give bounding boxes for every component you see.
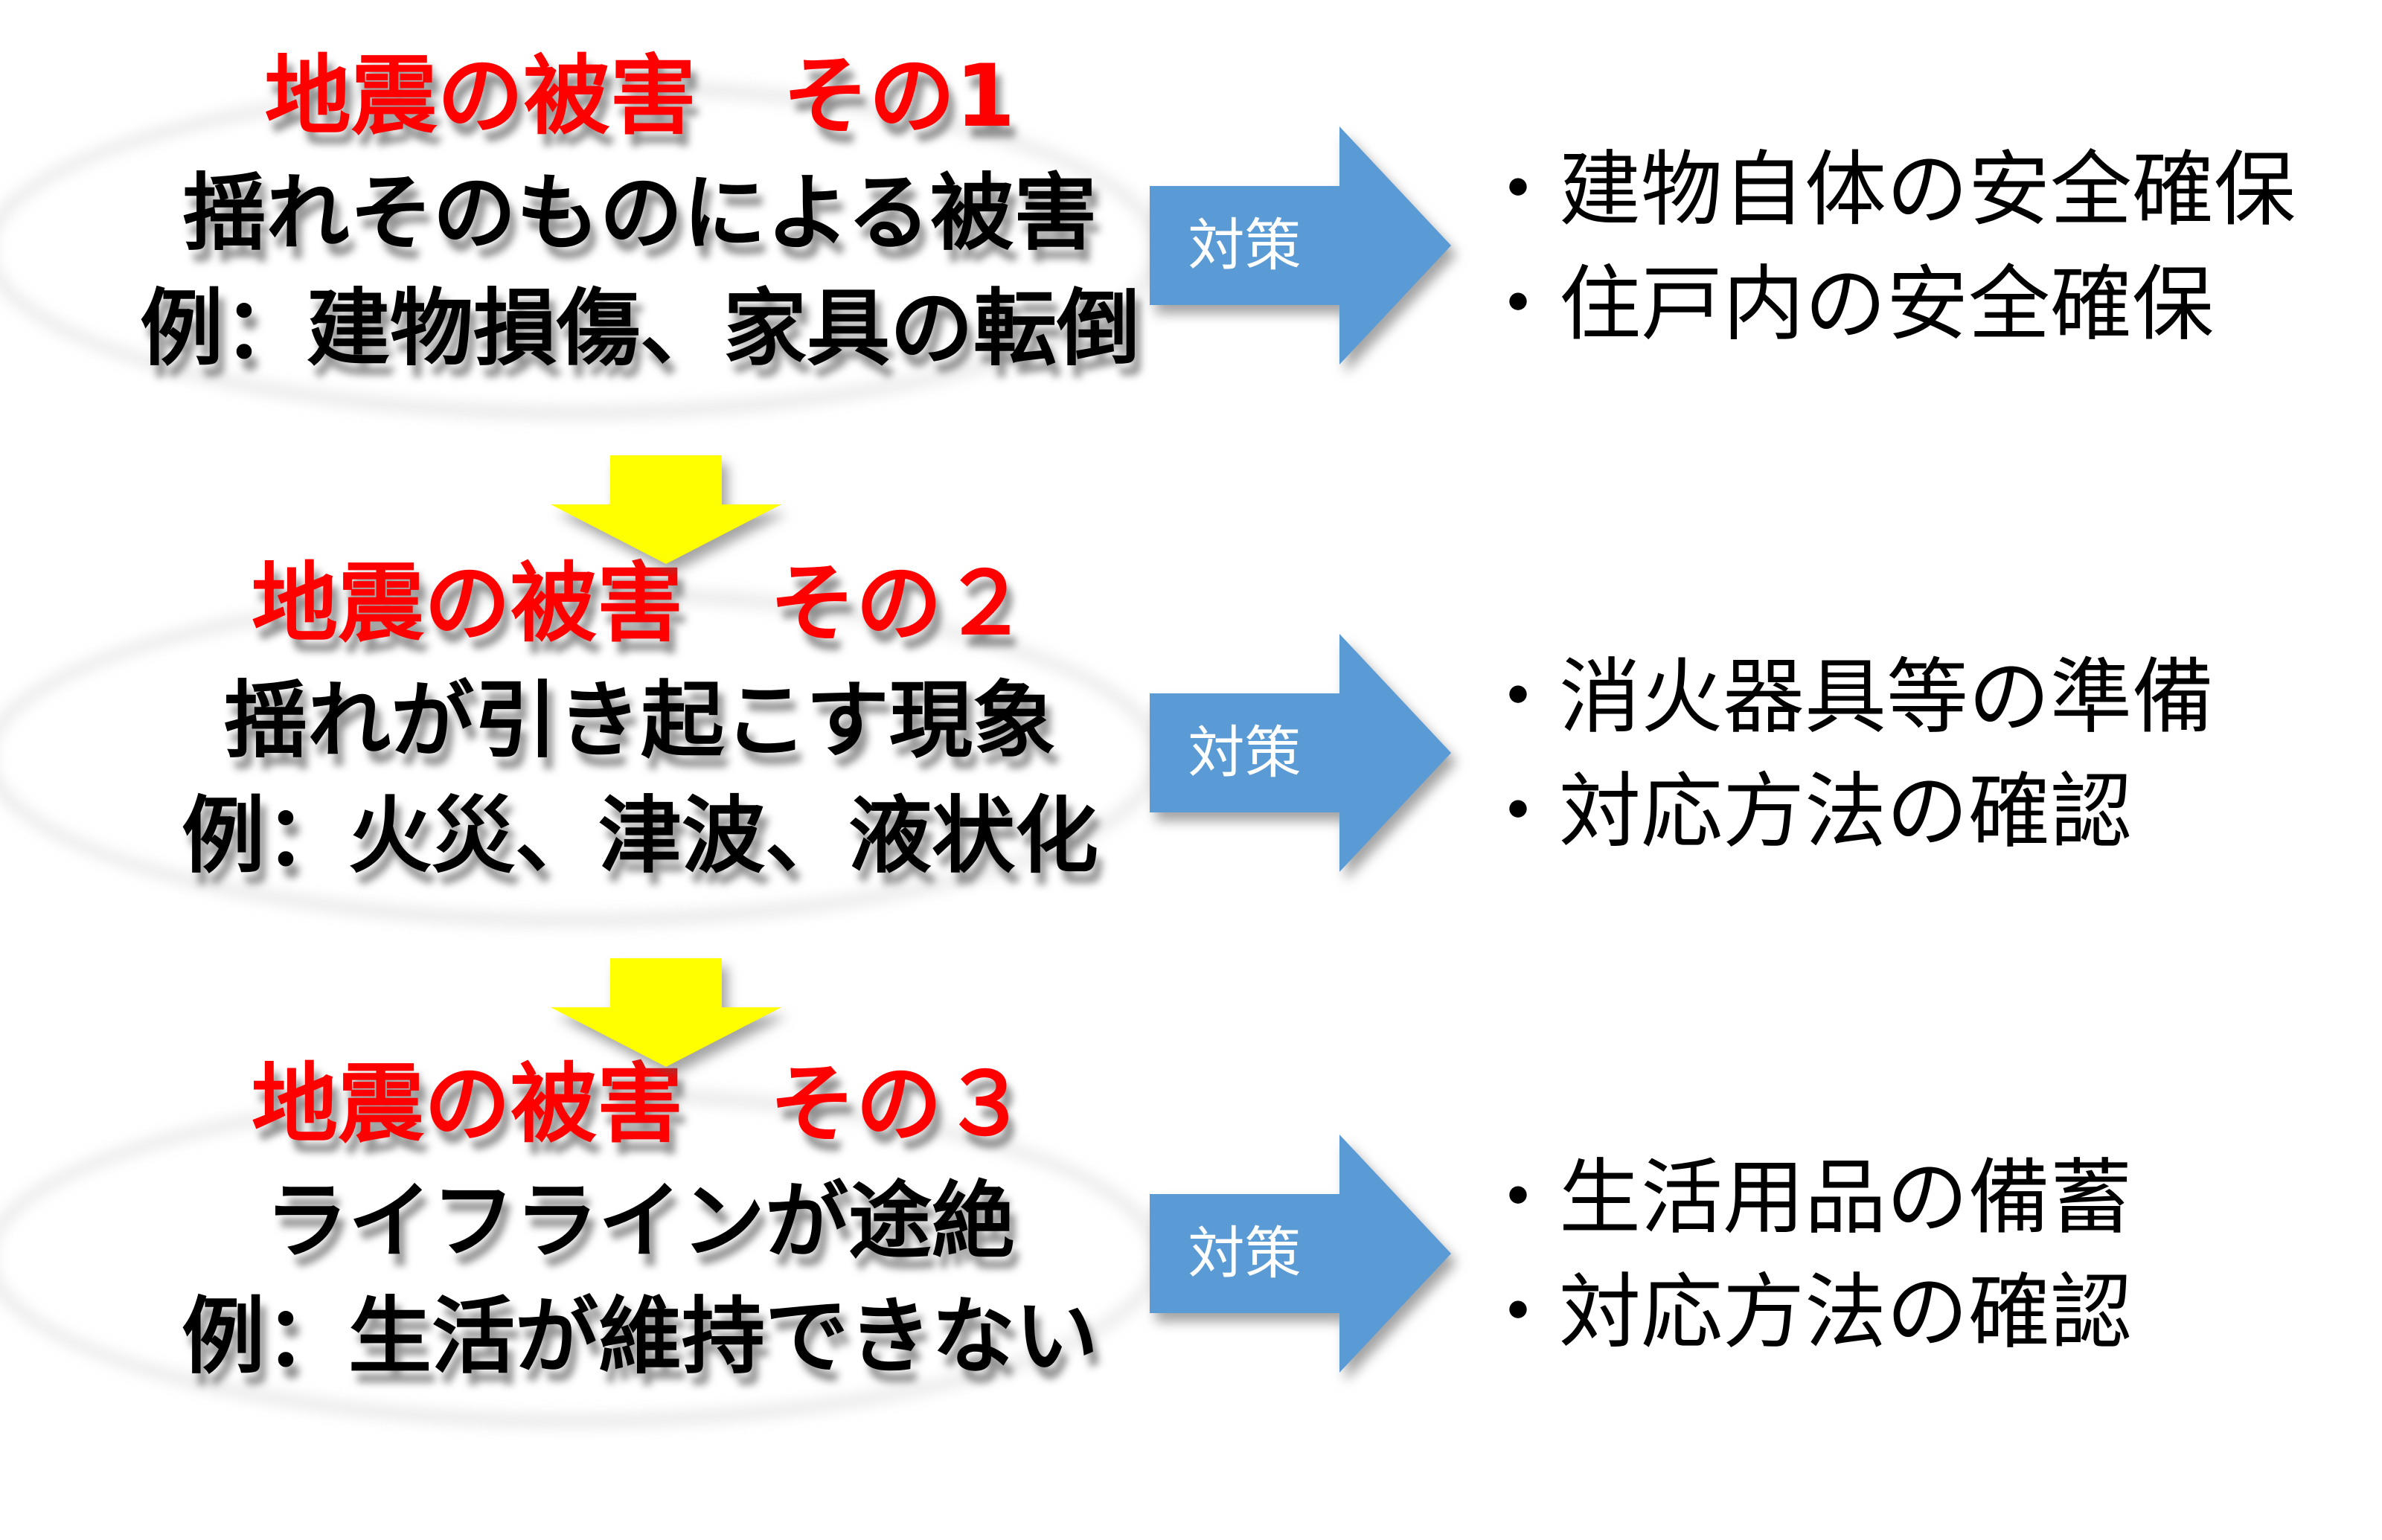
countermeasure-bullet: ・建物自体の安全確保 [1477, 142, 2296, 237]
section-3-cause-text: ライフラインが途絶 [265, 1173, 1015, 1271]
arrow-body: 対策 [1150, 1194, 1339, 1313]
countermeasure-bullet: ・対応方法の確認 [1477, 1265, 2132, 1360]
arrow-body: 対策 [1150, 693, 1339, 812]
countermeasure-bullet: ・消火器具等の準備 [1477, 649, 2214, 745]
arrow-head [551, 1007, 781, 1067]
section-1-textblock: 地震の被害 その1 揺れそのものによる被害 例：建物損傷、家具の転倒 [37, 37, 1243, 386]
earthquake-damage-section-2: 地震の被害 その２ 揺れが引き起こす現象 例：火災、津波、液状化 対策 ・消火器… [0, 545, 2382, 1006]
section-1-example-text: 例：建物損傷、家具の転倒 [140, 280, 1140, 377]
section-1-countermeasures: ・建物自体の安全確保 ・住戸内の安全確保 [1477, 132, 2296, 362]
arrow-head [551, 504, 781, 564]
section-1-cause-text: 揺れそのものによる被害 [182, 165, 1098, 263]
section-2-textblock: 地震の被害 その２ 揺れが引き起こす現象 例：火災、津波、液状化 [37, 545, 1243, 893]
countermeasure-bullet: ・住戸内の安全確保 [1477, 257, 2214, 352]
countermeasure-arrow-label: 対策 [1188, 1220, 1302, 1286]
arrow-head [1339, 1135, 1451, 1373]
section-3-countermeasures: ・生活用品の備蓄 ・対応方法の確認 [1477, 1140, 2132, 1370]
section-2-title: 地震の被害 その２ [252, 554, 1028, 654]
earthquake-damage-section-1: 地震の被害 その1 揺れそのものによる被害 例：建物損傷、家具の転倒 対策 ・建… [0, 37, 2382, 498]
down-arrow-icon [551, 455, 781, 564]
section-3-textblock: 地震の被害 その３ ライフラインが途絶 例：生活が維持できない [37, 1045, 1243, 1394]
arrow-head [1339, 126, 1451, 365]
countermeasure-arrow-icon: 対策 [1150, 126, 1455, 365]
earthquake-damage-section-3: 地震の被害 その３ ライフラインが途絶 例：生活が維持できない 対策 ・生活用品… [0, 1045, 2382, 1507]
arrow-head [1339, 634, 1451, 872]
section-2-countermeasures: ・消火器具等の準備 ・対応方法の確認 [1477, 640, 2214, 869]
countermeasure-arrow-icon: 対策 [1150, 1135, 1455, 1373]
section-2-cause-text: 揺れが引き起こす現象 [224, 673, 1056, 770]
down-arrow-icon [551, 958, 781, 1067]
section-3-example-text: 例：生活が維持できない [182, 1288, 1098, 1385]
section-1-title: 地震の被害 その1 [264, 46, 1016, 147]
countermeasure-arrow-icon: 対策 [1150, 634, 1455, 872]
countermeasure-arrow-label: 対策 [1188, 212, 1302, 278]
arrow-shaft [610, 958, 722, 1007]
arrow-shaft [610, 455, 722, 504]
section-3-title: 地震の被害 その３ [252, 1054, 1028, 1155]
countermeasure-bullet: ・対応方法の確認 [1477, 764, 2132, 859]
countermeasure-bullet: ・生活用品の備蓄 [1477, 1150, 2132, 1245]
section-2-example-text: 例：火災、津波、液状化 [182, 787, 1098, 885]
arrow-body: 対策 [1150, 186, 1339, 305]
countermeasure-arrow-label: 対策 [1188, 719, 1302, 786]
